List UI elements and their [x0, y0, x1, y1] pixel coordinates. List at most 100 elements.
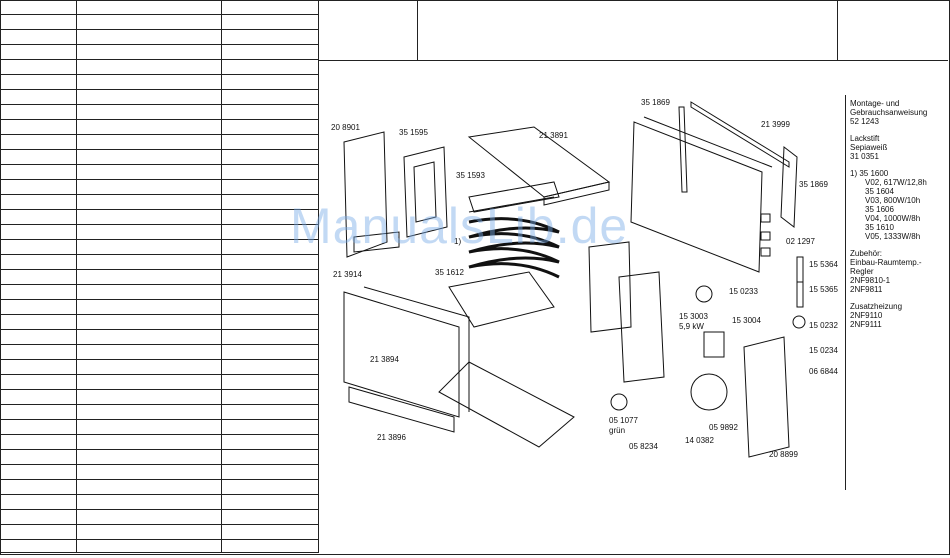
table-cell-divider — [76, 210, 77, 224]
table-row — [1, 405, 318, 420]
table-row — [1, 345, 318, 360]
table-row — [1, 150, 318, 165]
table-cell-divider — [221, 120, 222, 134]
box-part — [588, 241, 632, 333]
table-row — [1, 15, 318, 30]
part-number-label: 15 5364 — [809, 260, 838, 269]
part-number-label: 20 8899 — [769, 450, 798, 459]
table-cell-divider — [76, 1, 77, 14]
table-row — [1, 195, 318, 210]
table-cell-divider — [76, 300, 77, 314]
part-number-label: 02 1297 — [786, 237, 815, 246]
note-line: 52 1243 — [850, 117, 879, 126]
heating-element-part — [468, 217, 560, 279]
table-row — [1, 540, 318, 553]
part-number-label: 21 3999 — [761, 120, 790, 129]
table-cell-divider — [76, 330, 77, 344]
table-cell-divider — [76, 510, 77, 524]
part-number-label: 35 1593 — [456, 171, 485, 180]
table-cell-divider — [76, 195, 77, 209]
table-cell-divider — [76, 285, 77, 299]
title-divider-2 — [837, 1, 838, 60]
table-row — [1, 180, 318, 195]
note-line: Einbau-Raumtemp.- — [850, 258, 922, 267]
table-row — [1, 270, 318, 285]
table-cell-divider — [221, 405, 222, 419]
table-cell-divider — [221, 300, 222, 314]
connector-1-part — [760, 213, 771, 223]
part-number-label: grün — [609, 426, 625, 435]
part-number-label: 05 9892 — [709, 423, 738, 432]
note-line: Sepiaweiß — [850, 143, 888, 152]
note-line: 35 1604 — [865, 187, 894, 196]
part-number-label: 15 0234 — [809, 346, 838, 355]
front-panel-part — [343, 291, 460, 418]
grommet-part — [610, 393, 628, 411]
notes-separator — [845, 95, 846, 490]
control-box-part — [618, 271, 665, 383]
table-row — [1, 465, 318, 480]
note-line: V05, 1333W/8h — [865, 232, 921, 241]
table-cell-divider — [221, 135, 222, 149]
table-cell-divider — [76, 255, 77, 269]
table-cell-divider — [76, 30, 77, 44]
knob-part — [792, 315, 806, 329]
part-number-label: 06 6844 — [809, 367, 838, 376]
table-row — [1, 105, 318, 120]
table-cell-divider — [221, 465, 222, 479]
table-cell-divider — [221, 270, 222, 284]
table-cell-divider — [76, 345, 77, 359]
table-row — [1, 435, 318, 450]
note-line: 2NF9810-1 — [850, 276, 891, 285]
table-cell-divider — [76, 75, 77, 89]
title-divider-1 — [417, 1, 418, 60]
part-number-label: 21 3914 — [333, 270, 362, 279]
table-row — [1, 315, 318, 330]
table-cell-divider — [221, 240, 222, 254]
table-cell-divider — [221, 420, 222, 434]
note-line: 2NF9110 — [850, 311, 883, 320]
part-number-label: 20 8901 — [331, 123, 360, 132]
part-number-label: 35 1869 — [641, 98, 670, 107]
part-number-label: 21 3894 — [370, 355, 399, 364]
table-row — [1, 120, 318, 135]
note-line: Zubehör: — [850, 249, 883, 258]
table-cell-divider — [221, 510, 222, 524]
table-row — [1, 375, 318, 390]
tray-part — [448, 271, 555, 328]
table-cell-divider — [76, 420, 77, 434]
note-line: V04, 1000W/8h — [865, 214, 921, 223]
brick-part — [468, 181, 560, 213]
table-cell-divider — [221, 390, 222, 404]
part-number-label: 35 1612 — [435, 268, 464, 277]
note-line: Montage- und — [850, 99, 900, 108]
table-cell-divider — [221, 285, 222, 299]
table-row — [1, 75, 318, 90]
table-cell-divider — [221, 480, 222, 494]
side-frame-part — [343, 131, 388, 258]
table-cell-divider — [76, 405, 77, 419]
table-cell-divider — [76, 180, 77, 194]
terminal-strip-1-part — [796, 256, 804, 283]
connector-2-part — [760, 231, 771, 241]
table-cell-divider — [221, 150, 222, 164]
table-row — [1, 135, 318, 150]
table-cell-divider — [76, 120, 77, 134]
table-row — [1, 30, 318, 45]
note-line: 35 1610 — [865, 223, 894, 232]
part-number-label: 15 0232 — [809, 321, 838, 330]
base-part — [438, 361, 575, 448]
table-cell-divider — [221, 450, 222, 464]
table-cell-divider — [221, 525, 222, 539]
table-row — [1, 225, 318, 240]
watermark: ManualsLib.de — [290, 198, 629, 254]
table-cell-divider — [76, 270, 77, 284]
table-cell-divider — [221, 105, 222, 119]
strip-side-part — [678, 106, 688, 193]
part-number-label: 15 3003 — [679, 312, 708, 321]
table-cell-divider — [221, 540, 222, 552]
